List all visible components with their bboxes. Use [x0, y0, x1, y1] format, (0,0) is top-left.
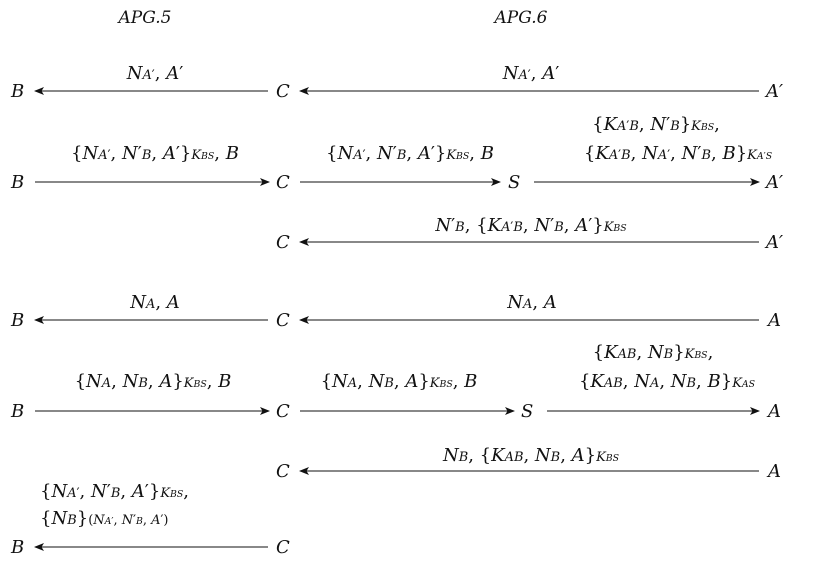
header-apg6: APG.6 [493, 8, 548, 28]
message-label: {NB}(NA′, N′B, A′) [40, 508, 168, 529]
message-label: NA, A [506, 292, 557, 313]
message-label: {NA′, N′B, A′}KBS, B [326, 143, 494, 164]
node-a-prime: A′ [764, 232, 783, 253]
node-c: C [276, 172, 290, 193]
message-label: {NA′, N′B, A′}KBS, B [71, 143, 239, 164]
node-b: B [10, 537, 24, 558]
message-label: {NA, NB, A}KBS, B [75, 371, 232, 392]
node-a: A [766, 401, 781, 422]
message-label: {KAB, NA, NB, B}KAS [579, 371, 755, 392]
node-b: B [10, 310, 24, 331]
node-a: A [766, 461, 781, 482]
node-b: B [10, 81, 24, 102]
node-c: C [276, 461, 290, 482]
node-c: C [276, 232, 290, 253]
message-label: NA′, A′ [502, 63, 560, 84]
message-label: NA, A [129, 292, 180, 313]
node-b: B [10, 401, 24, 422]
node-s: S [521, 401, 533, 422]
node-c: C [276, 310, 290, 331]
node-c: C [276, 401, 290, 422]
message-label: N′B, {KA′B, N′B, A′}KBS [434, 215, 626, 236]
message-label: {KA′B, N′B}KBS, [592, 114, 720, 135]
node-c: C [276, 81, 290, 102]
message-label: NA′, A′ [126, 63, 184, 84]
message-label: {NA′, N′B, A′}KBS, [40, 481, 189, 502]
message-label: {NA, NB, A}KBS, B [321, 371, 478, 392]
node-s: S [508, 172, 520, 193]
message-label: {KA′B, NA′, N′B, B}KA′S [584, 143, 772, 164]
node-c: C [276, 537, 290, 558]
message-label: NB, {KAB, NB, A}KBS [442, 445, 619, 466]
message-label: {KAB, NB}KBS, [593, 342, 714, 363]
node-a: A [766, 310, 781, 331]
node-b: B [10, 172, 24, 193]
header-apg5: APG.5 [117, 8, 172, 28]
node-a-prime: A′ [764, 172, 783, 193]
node-a-prime: A′ [764, 81, 783, 102]
